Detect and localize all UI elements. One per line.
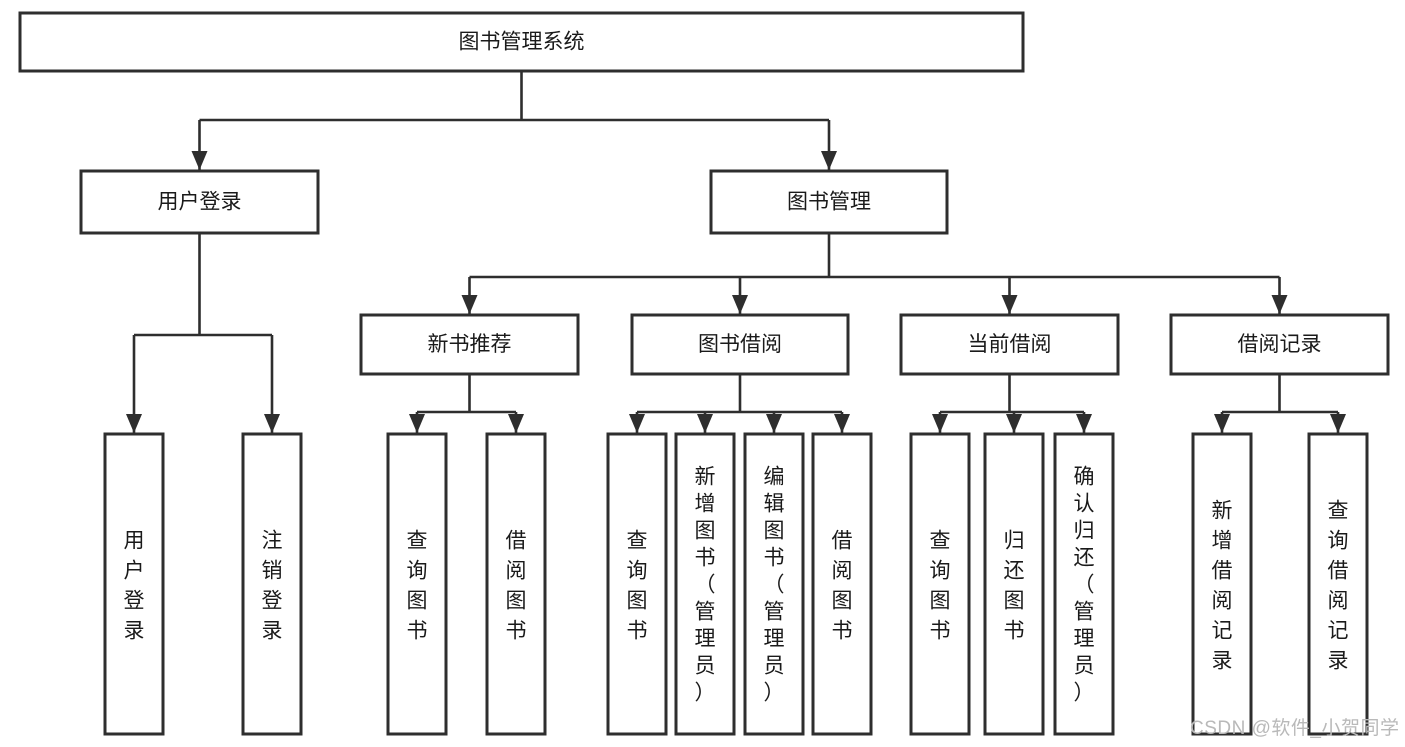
node-leaf-query-book-recommend-label: 查询图书 [407, 529, 428, 642]
node-book-borrow[interactable]: 图书借阅 [630, 313, 850, 376]
node-leaf-confirm-return-admin[interactable]: 确认归还（管理员） [1053, 432, 1115, 736]
csdn-watermark: CSDN @软件_小贺同学 [1190, 718, 1400, 739]
node-leaf-add-borrow-record-label: 新增借阅记录 [1212, 499, 1233, 672]
connectors-layer [126, 71, 1346, 433]
book-borrow-arrow-0 [629, 414, 645, 433]
node-leaf-edit-book-admin-box[interactable] [743, 432, 805, 736]
node-leaf-query-book-borrow-label: 查询图书 [627, 529, 648, 642]
node-borrow-record-box[interactable] [1169, 313, 1390, 376]
node-leaf-add-book-admin-box[interactable] [674, 432, 736, 736]
user-login-arrow-0 [126, 414, 142, 433]
book-management-arrow-2 [1001, 295, 1018, 314]
node-new-book-recommend-box[interactable] [359, 313, 580, 376]
node-leaf-logout-login[interactable]: 注销登录 [241, 432, 303, 736]
node-leaf-edit-book-admin[interactable]: 编辑图书（管理员） [743, 432, 805, 736]
borrow-record-arrow-0 [1214, 414, 1230, 433]
node-leaf-query-borrow-record-label: 查询借阅记录 [1328, 499, 1349, 672]
node-leaf-query-book-borrow-box[interactable] [606, 432, 668, 736]
node-root-label: 图书管理系统 [459, 31, 585, 54]
node-current-borrow[interactable]: 当前借阅 [899, 313, 1120, 376]
node-book-borrow-box[interactable] [630, 313, 850, 376]
node-leaf-confirm-return-admin-label: 确认归还（管理员） [1074, 466, 1095, 705]
book-borrow-arrow-1 [697, 414, 713, 433]
node-leaf-return-book[interactable]: 归还图书 [983, 432, 1045, 736]
node-leaf-logout-login-box[interactable] [241, 432, 303, 736]
node-leaf-borrow-book-recommend-box[interactable] [485, 432, 547, 736]
node-leaf-user-login-box[interactable] [103, 432, 165, 736]
node-leaf-borrow-book-recommend-label: 借阅图书 [506, 529, 527, 642]
borrow-record-arrow-1 [1330, 414, 1346, 433]
user-login-arrow-1 [264, 414, 280, 433]
book-management-arrow-0 [461, 295, 478, 314]
node-borrow-record-label: 借阅记录 [1238, 333, 1322, 356]
book-borrow-arrow-3 [834, 414, 850, 433]
node-leaf-borrow-book-box[interactable] [811, 432, 873, 736]
node-borrow-record[interactable]: 借阅记录 [1169, 313, 1390, 376]
node-current-borrow-box[interactable] [899, 313, 1120, 376]
book-management-arrow-1 [732, 295, 748, 314]
node-root[interactable]: 图书管理系统 [18, 11, 1025, 73]
root-arrow-1 [821, 151, 837, 170]
current-borrow-arrow-2 [1076, 414, 1092, 433]
book-borrow-arrow-2 [766, 414, 782, 433]
node-leaf-borrow-book-recommend[interactable]: 借阅图书 [485, 432, 547, 736]
node-leaf-query-borrow-record-box[interactable] [1307, 432, 1369, 736]
node-leaf-query-book-recommend-box[interactable] [386, 432, 448, 736]
current-borrow-arrow-0 [932, 414, 948, 433]
node-new-book-recommend-label: 新书推荐 [428, 333, 512, 356]
node-book-management[interactable]: 图书管理 [709, 169, 949, 235]
node-user-login[interactable]: 用户登录 [79, 169, 320, 235]
node-user-login-box[interactable] [79, 169, 320, 235]
node-root-box[interactable] [18, 11, 1025, 73]
node-leaf-return-book-box[interactable] [983, 432, 1045, 736]
node-new-book-recommend[interactable]: 新书推荐 [359, 313, 580, 376]
node-book-management-box[interactable] [709, 169, 949, 235]
node-leaf-user-login[interactable]: 用户登录 [103, 432, 165, 736]
node-current-borrow-label: 当前借阅 [968, 333, 1052, 356]
root-arrow-0 [191, 151, 208, 170]
node-leaf-user-login-label: 用户登录 [124, 529, 145, 642]
node-leaf-query-book-current-label: 查询图书 [930, 529, 951, 642]
node-leaf-return-book-label: 归还图书 [1004, 529, 1025, 642]
current-borrow-arrow-1 [1006, 414, 1022, 433]
node-book-borrow-label: 图书借阅 [698, 333, 782, 356]
book-management-arrow-3 [1271, 295, 1288, 314]
nodes-layer: 图书管理系统用户登录图书管理新书推荐图书借阅当前借阅借阅记录用户登录注销登录查询… [18, 11, 1390, 736]
node-leaf-add-book-admin-label: 新增图书（管理员） [695, 466, 716, 705]
node-leaf-edit-book-admin-label: 编辑图书（管理员） [764, 466, 785, 705]
node-leaf-query-book-current-box[interactable] [909, 432, 971, 736]
node-leaf-logout-login-label: 注销登录 [262, 529, 283, 642]
node-leaf-query-book-current[interactable]: 查询图书 [909, 432, 971, 736]
node-leaf-borrow-book[interactable]: 借阅图书 [811, 432, 873, 736]
new-book-recommend-arrow-1 [508, 414, 524, 433]
node-leaf-query-book-recommend[interactable]: 查询图书 [386, 432, 448, 736]
node-leaf-add-book-admin[interactable]: 新增图书（管理员） [674, 432, 736, 736]
node-book-management-label: 图书管理 [787, 191, 871, 214]
new-book-recommend-arrow-0 [409, 414, 425, 433]
node-leaf-borrow-book-label: 借阅图书 [832, 529, 853, 642]
node-leaf-add-borrow-record[interactable]: 新增借阅记录 [1191, 432, 1253, 736]
node-leaf-add-borrow-record-box[interactable] [1191, 432, 1253, 736]
node-leaf-query-borrow-record[interactable]: 查询借阅记录 [1307, 432, 1369, 736]
node-leaf-query-book-borrow[interactable]: 查询图书 [606, 432, 668, 736]
node-user-login-label: 用户登录 [158, 191, 242, 214]
node-leaf-confirm-return-admin-box[interactable] [1053, 432, 1115, 736]
